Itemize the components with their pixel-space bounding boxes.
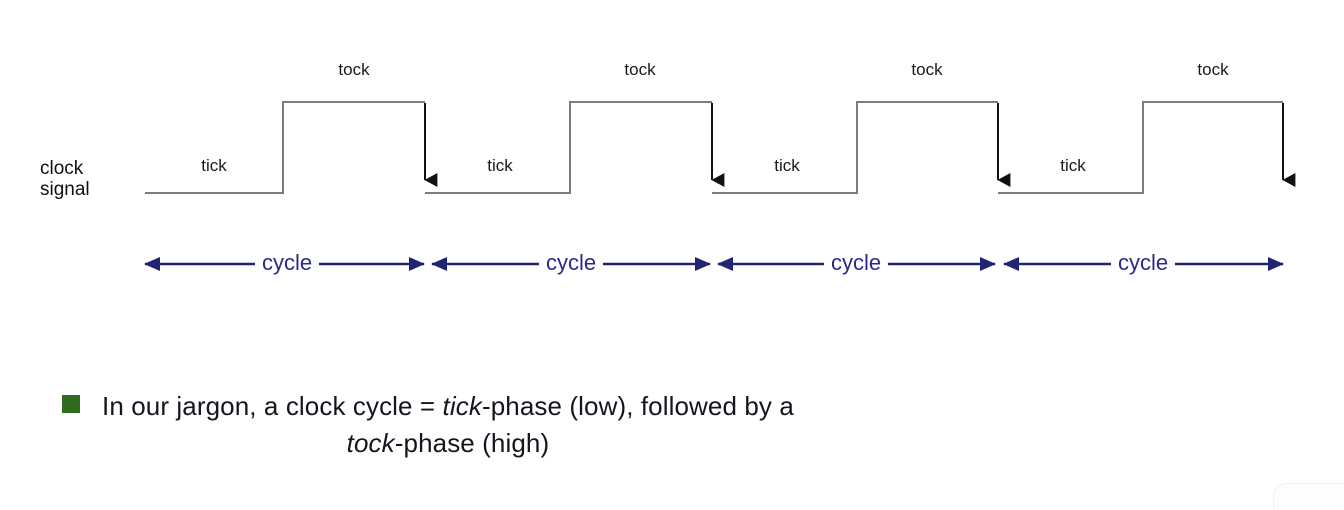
clock-signal-caption: clock signal: [40, 158, 90, 200]
cycle-label-4: cycle: [1110, 250, 1176, 276]
phase-label-tock-2: tock: [624, 60, 656, 79]
waveform-trace: [145, 101, 1296, 194]
cycle-label-1: cycle: [254, 250, 320, 276]
bullet-line1-after: -phase (low), followed by a: [481, 391, 794, 421]
phase-label-tock-1: tock: [338, 60, 370, 79]
phase-label-tick-3: tick: [774, 156, 800, 175]
bullet-block: In our jargon, a clock cycle = tick-phas…: [62, 388, 1292, 462]
phase-label-tick-4: tick: [1060, 156, 1086, 175]
cycle-label-2: cycle: [538, 250, 604, 276]
bullet-line1-italic-tick: tick: [442, 391, 482, 421]
bullet-text: In our jargon, a clock cycle = tick-phas…: [102, 388, 794, 462]
bullet-row: In our jargon, a clock cycle = tick-phas…: [62, 388, 1292, 462]
phase-label-tock-4: tock: [1197, 60, 1229, 79]
phase-label-tick-1: tick: [201, 156, 227, 175]
bullet-line2-italic-tock: tock: [346, 428, 395, 458]
phase-label-tock-3: tock: [911, 60, 943, 79]
bullet-square-icon: [62, 395, 80, 413]
bullet-line2-after: -phase (high): [394, 428, 550, 458]
cycle-label-3: cycle: [823, 250, 889, 276]
bullet-line-1: In our jargon, a clock cycle = tick-phas…: [102, 388, 794, 425]
bullet-line1-before: In our jargon, a clock cycle =: [102, 391, 443, 421]
page-corner-artifact: [1273, 483, 1344, 510]
phase-label-tick-2: tick: [487, 156, 513, 175]
bullet-line-2: tock-phase (high): [102, 425, 794, 462]
